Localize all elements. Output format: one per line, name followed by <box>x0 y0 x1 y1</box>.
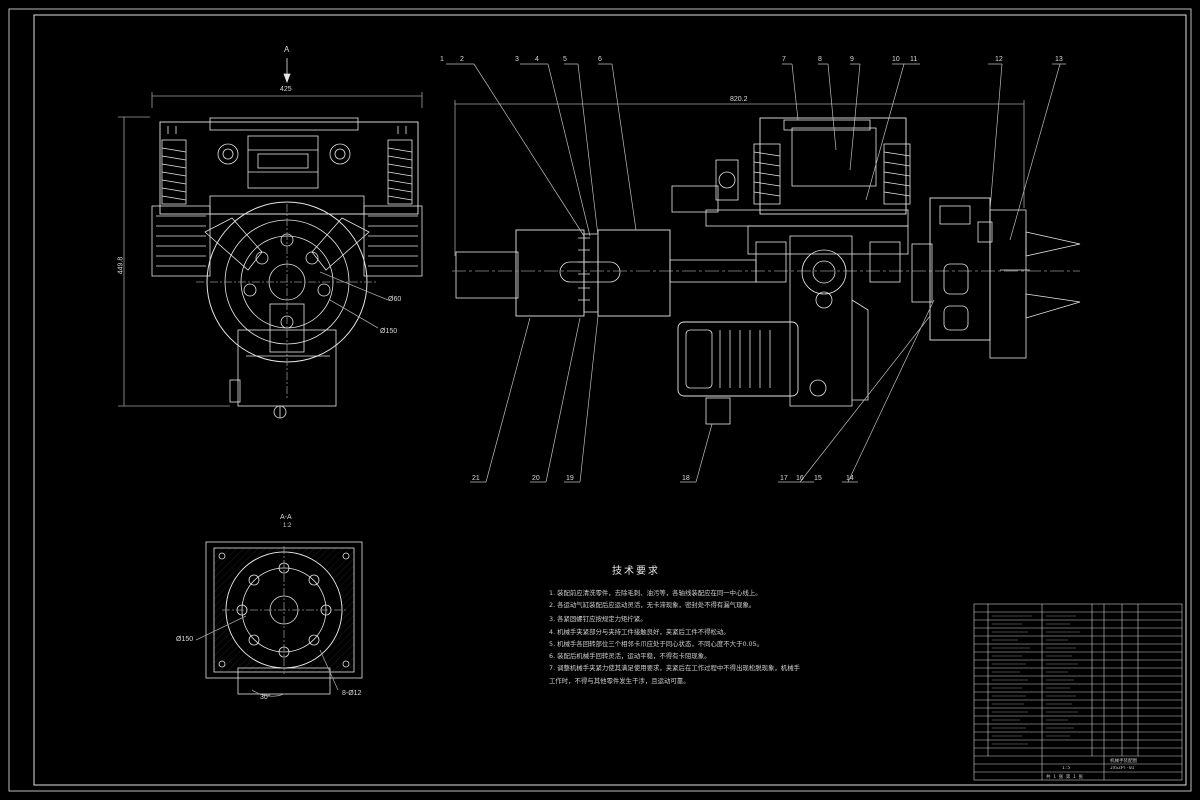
technical-requirement-item: 1. 装配前应清洗零件，去除毛刺、油污等，各轴线装配应在同一中心线上。 <box>549 589 762 597</box>
inner-frame <box>33 14 1187 786</box>
dimension-top-width: 425 <box>280 86 292 93</box>
part-callout: 10 <box>892 56 900 63</box>
part-callout: 4 <box>535 56 539 63</box>
sheet-count: 共 1 张 第 1 张 <box>1046 775 1083 780</box>
part-callout: 14 <box>846 475 854 482</box>
technical-requirements-title: 技术要求 <box>612 566 660 577</box>
technical-requirement-item: 4. 机械手夹紧部分与夹持工件接触良好，夹紧后工件不得松动。 <box>549 628 730 636</box>
dimension-dia-150: Ø150 <box>380 328 398 335</box>
part-callout: 2 <box>460 56 464 63</box>
technical-requirement-item: 7. 调整机械手夹紧力使其满足使用要求，夹紧后在工作过程中不得出现松脱现象，机械… <box>549 664 800 672</box>
dimension-dia-150-section: Ø150 <box>176 636 194 643</box>
part-callout: 12 <box>995 56 1003 63</box>
technical-requirement-item: 工作时，不得与其他零件发生干涉，且运动可靠。 <box>549 677 690 685</box>
dimension-left-height: 449.8 <box>117 256 125 275</box>
technical-requirement-item: 3. 各紧固螺钉应按规定力矩拧紧。 <box>549 615 647 623</box>
technical-requirement-item: 5. 机械手各回转部位三个相邻卡爪应处于同心状态，不同心度不大于0.05。 <box>549 640 764 648</box>
part-callout: 15 <box>814 475 822 482</box>
drawing-number: JXSZPT-01 <box>1110 766 1135 771</box>
part-callout: 21 <box>472 475 480 482</box>
callout-leaders <box>446 63 1066 483</box>
front-view <box>118 58 423 419</box>
dimension-dia-60: Ø60 <box>388 296 402 303</box>
part-callout: 6 <box>598 56 602 63</box>
title-block <box>973 603 1183 781</box>
part-callout: 7 <box>782 56 786 63</box>
part-callout: 8 <box>818 56 822 63</box>
drawing-scale: 1:5 <box>1062 766 1071 771</box>
section-scale: 1:2 <box>283 523 292 529</box>
dimension-right-length: 820.2 <box>730 96 748 103</box>
part-callout: 9 <box>850 56 854 63</box>
dimension-holes: 8-Ø12 <box>342 690 362 697</box>
part-callout: 17 <box>780 475 788 482</box>
section-view-a-a <box>195 541 363 697</box>
part-callout: 3 <box>515 56 519 63</box>
part-callout: 19 <box>566 475 574 482</box>
section-title: A-A <box>280 514 292 521</box>
part-callout: 13 <box>1055 56 1063 63</box>
part-callout: 18 <box>682 475 690 482</box>
outer-frame <box>8 8 1192 792</box>
part-callout: 11 <box>910 56 918 63</box>
technical-requirement-item: 6. 装配后机械手回转灵活，运动平稳，不得有卡阻现象。 <box>549 652 711 660</box>
technical-requirement-item: 2. 各运动气缸装配后应运动灵活，无卡滞现象，密封处不得有漏气现象。 <box>549 601 756 609</box>
part-callout: 5 <box>563 56 567 63</box>
part-callout: 16 <box>796 475 804 482</box>
side-view <box>452 100 1081 425</box>
section-arrow-letter: A <box>284 45 290 54</box>
part-callout: 1 <box>440 56 444 63</box>
part-callout: 20 <box>532 475 540 482</box>
dimension-angle: 30° <box>260 694 271 701</box>
drawing-title: 机械手装配图 <box>1110 759 1137 764</box>
